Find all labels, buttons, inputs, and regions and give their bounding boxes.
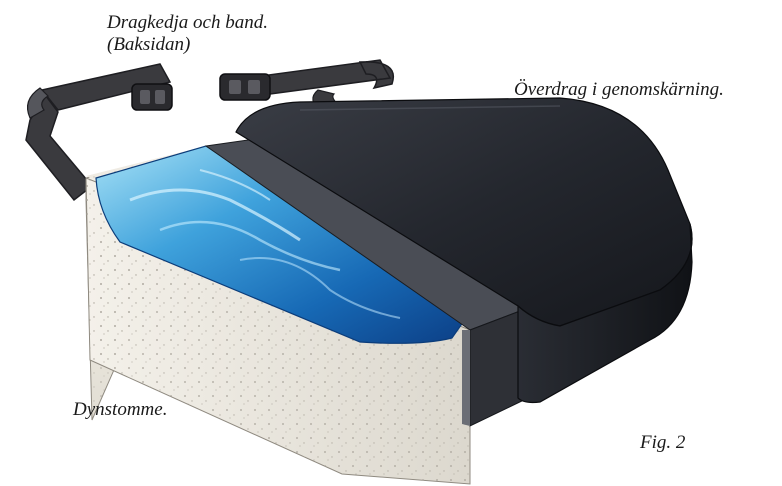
left-buckle <box>132 84 172 110</box>
straps-label-line2: (Baksidan) <box>107 34 268 56</box>
base-label: Dynstomme. <box>73 399 167 421</box>
straps-label-line1: Dragkedja och band. <box>107 12 268 34</box>
straps-label: Dragkedja och band. (Baksidan) <box>107 12 268 56</box>
right-buckle <box>220 74 270 100</box>
cover-label: Överdrag i genomskärning. <box>514 79 724 101</box>
figure-number: Fig. 2 <box>640 432 685 454</box>
